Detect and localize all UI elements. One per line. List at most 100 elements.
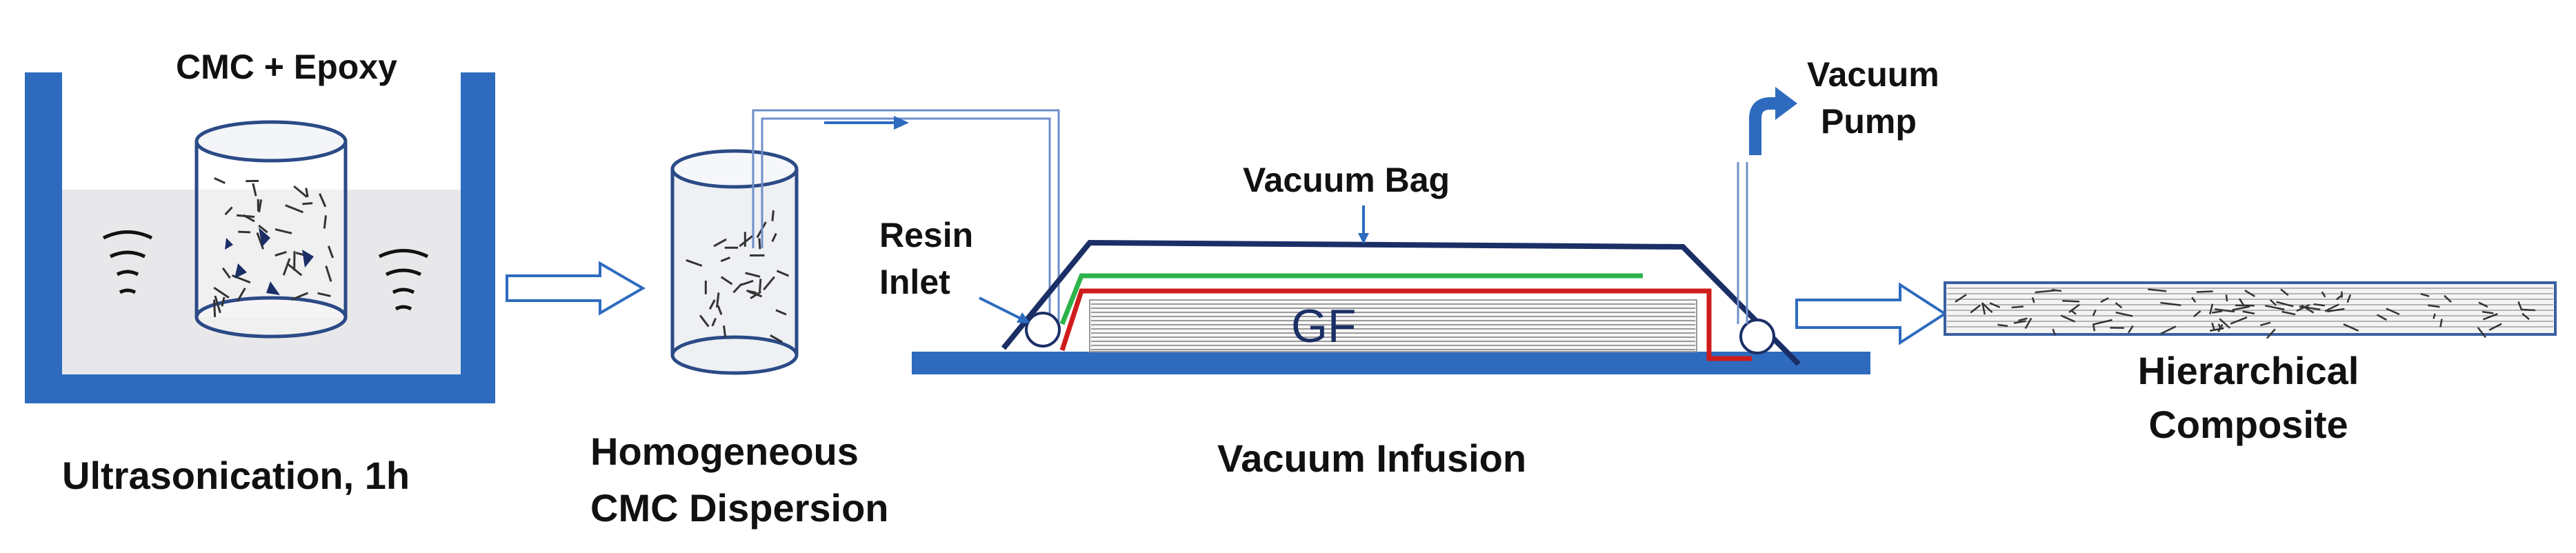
composite-fiber-mark [1989, 302, 2001, 308]
fiber-mark [221, 267, 231, 279]
composite-fiber-mark [2444, 294, 2452, 303]
composite-fiber-mark [2093, 324, 2096, 332]
composite-fiber-mark [2264, 305, 2285, 311]
fiber-mark [237, 214, 255, 218]
peel-ply-red [1059, 288, 1752, 361]
resin-inlet-label-line2: Inlet [879, 263, 950, 301]
composite-fiber-mark [2209, 303, 2214, 314]
composite-fiber-mark [2115, 311, 2133, 317]
composite-fiber-mark [2230, 316, 2248, 325]
composite-fiber-mark [2296, 303, 2310, 312]
fiber-mark [732, 283, 743, 294]
cmc-epoxy-label: CMC + Epoxy [176, 48, 397, 86]
composite-fiber-mark [2244, 290, 2256, 297]
composite-fiber-mark [2299, 305, 2321, 311]
composite-fiber-mark [2011, 305, 2024, 309]
mixing-beaker [194, 120, 348, 339]
fiber-mark [720, 257, 731, 263]
composite-fiber-mark [2052, 328, 2056, 336]
fiber-mark [214, 177, 226, 184]
vacuum-outlet-port [1739, 319, 1775, 354]
bath-liquid [62, 190, 462, 376]
fiber-mark [763, 276, 775, 291]
fiber-mark [750, 290, 761, 299]
fiber-mark [213, 286, 230, 299]
fiber-mark [286, 262, 303, 276]
composite-fiber-mark [2031, 297, 2035, 303]
vacuum-bag-line [1001, 239, 1801, 366]
composite-fiber-mark [2242, 310, 2255, 315]
fiber-mark [274, 228, 292, 234]
process-arrow-2 [1795, 282, 1948, 345]
fiber-mark [317, 292, 331, 297]
composite-fiber-mark [2482, 312, 2498, 321]
resin-inlet-pointer [979, 296, 1030, 323]
composite-fiber-mark [2013, 320, 2026, 324]
fiber-mark [739, 234, 754, 248]
composite-fiber-mark [2148, 288, 2167, 292]
composite-fiber-mark [2280, 288, 2289, 296]
fiber-mark [758, 238, 761, 250]
composite-fiber-mark [2092, 319, 2113, 325]
composite-fiber-mark [2238, 298, 2245, 307]
composite-fiber-mark [2215, 308, 2235, 313]
fiber-mark [302, 202, 313, 205]
fiber-mark [323, 215, 327, 229]
gf-stack [1089, 299, 1697, 352]
composite-fiber-mark [2488, 323, 2502, 331]
composite-fiber-mark [2128, 325, 2134, 334]
composite-fiber-mark [2269, 299, 2277, 306]
fiber-mark [723, 325, 727, 338]
composite-fiber-mark [2335, 294, 2344, 301]
composite-fiber-mark [2428, 304, 2440, 308]
composite-fiber-mark [2517, 301, 2523, 310]
resin-feed-tube [752, 109, 1060, 324]
fiber-mark [258, 199, 263, 213]
dispersed-cmc-fibers [686, 210, 790, 343]
composite-fiber-mark [2313, 303, 2325, 307]
composite-fiber-mark [2386, 308, 2400, 316]
composite-fiber-mark [2477, 327, 2486, 339]
hierarchical-composite-label-line2: Composite [2148, 403, 2348, 446]
composite-fiber-mark [2346, 294, 2352, 303]
composite-fiber-mark [2060, 314, 2075, 323]
fiber-mark [224, 206, 233, 216]
fiber-mark [258, 224, 268, 234]
composite-fiber-mark [2343, 323, 2359, 332]
fiber-mark [770, 334, 783, 343]
fiber-mark [305, 188, 309, 197]
fiber-mark [771, 210, 775, 221]
composite-fiber-mark [2478, 301, 2488, 308]
composite-fiber-mark [2193, 310, 2201, 318]
dispersion-beaker [670, 149, 799, 375]
composite-fiber-mark [2266, 328, 2276, 339]
composite-fiber-mark [2092, 309, 2097, 316]
fiber-mark [686, 259, 703, 267]
composite-fiber-mark [1981, 302, 1993, 314]
composite-fiber-mark [2018, 317, 2028, 322]
composite-fiber-mark [1981, 303, 1986, 315]
agglomerate-cluster [225, 228, 314, 295]
composite-fiber-mark [1955, 294, 1967, 303]
flow-direction-arrow [824, 116, 909, 130]
fiber-mark [221, 296, 226, 307]
homogeneous-label-line1: Homogeneous [590, 430, 859, 473]
vacuum-line-tube [1737, 162, 1748, 324]
vacuum-pump-arrow-icon [1749, 87, 1797, 155]
fiber-mark [282, 258, 291, 276]
composite-fiber-mark [2420, 292, 2430, 297]
vacuum-infusion-setup [912, 87, 1870, 374]
fiber-mark [711, 317, 717, 327]
fiber-mark [717, 305, 723, 315]
fiber-mark [325, 265, 332, 282]
composite-fiber-mark [2225, 294, 2228, 302]
sound-wave-left-icon [102, 230, 153, 294]
bath-floor [25, 374, 495, 403]
fiber-mark [741, 279, 754, 286]
resin-inlet-label-line1: Resin [879, 216, 974, 254]
composite-fiber-mark [2232, 305, 2250, 311]
composite-fiber-mark [2115, 302, 2123, 309]
composite-fiber-mark [2209, 327, 2224, 332]
fiber-mark [213, 299, 217, 317]
homogeneous-label-line2: CMC Dispersion [590, 486, 889, 530]
